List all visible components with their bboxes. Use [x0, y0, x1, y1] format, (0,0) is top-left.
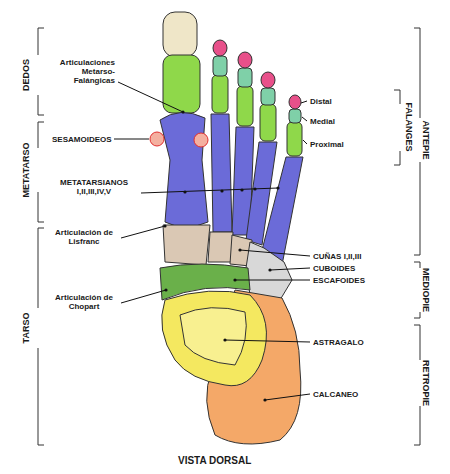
part-label: Medial [310, 117, 335, 126]
part-label: Distal [310, 97, 332, 106]
region-label: FALANGES [404, 100, 414, 153]
part-label: CALCANEO [313, 390, 358, 399]
region-label: DEDOS [21, 57, 31, 93]
part-label: SESAMOIDEOS [52, 135, 112, 144]
region-label: METATARSO [21, 141, 31, 200]
figure-caption: VISTA DORSAL [178, 455, 251, 467]
part-label: ASTRAGALO [313, 338, 364, 347]
part-label: ESCAFOIDES [313, 276, 365, 285]
region-label: ANTEPIE [421, 118, 431, 161]
part-label: CUÑAS I,II,III [313, 252, 361, 261]
part-label: METATARSIANOS I,II,III,IV,V [48, 178, 140, 196]
part-label: CUBOIDES [313, 264, 355, 273]
part-label: Proximal [310, 140, 344, 149]
region-label: TARSO [21, 311, 31, 346]
part-label: Articulación de Lisfranc [48, 228, 120, 246]
region-label: RETROPIE [421, 358, 431, 408]
region-label: MEDIOPIE [421, 266, 431, 314]
part-label: Articulaciones Metarso- Falángicas [40, 58, 115, 86]
part-label: Articulación de Chopart [48, 293, 120, 311]
